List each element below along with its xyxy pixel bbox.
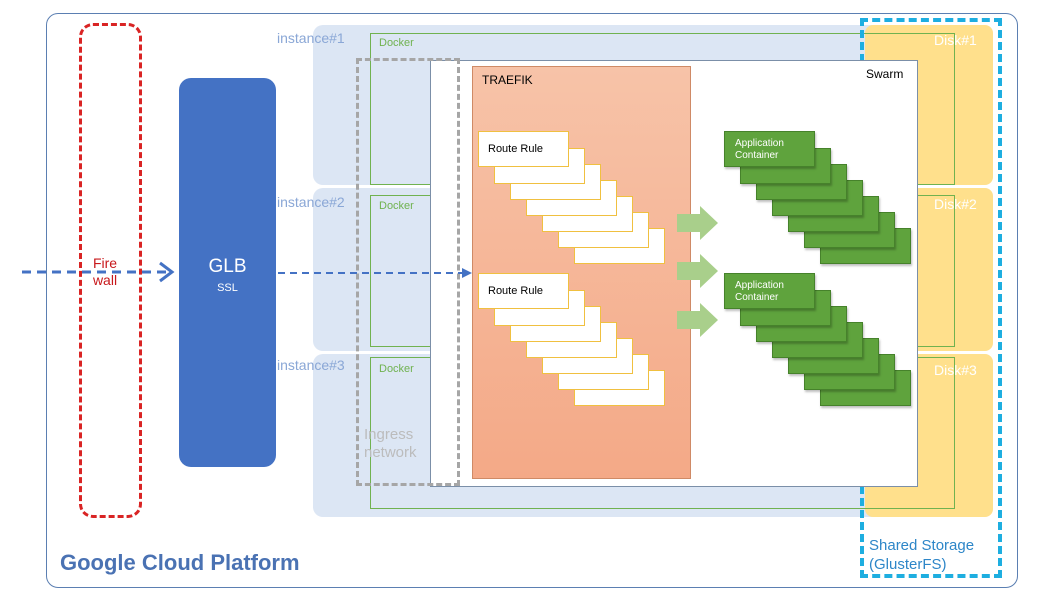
traffic-arrow-in: [22, 261, 175, 283]
instance-3-label: instance#3: [277, 357, 345, 373]
app-container-label: Application Container: [735, 138, 784, 161]
route-rule-card-front: Route Rule: [478, 273, 569, 309]
app-container-card-front: Application Container: [724, 273, 815, 309]
docker-3-label: Docker: [379, 363, 414, 375]
route-arrow-3: [677, 303, 718, 337]
route-rule-card-front: Route Rule: [478, 131, 569, 167]
instance-1-label: instance#1: [277, 30, 345, 46]
route-rule-label: Route Rule: [488, 285, 544, 297]
firewall-label: Fire wall: [92, 255, 118, 288]
firewall-frame: [79, 23, 142, 518]
route-arrow-2: [677, 254, 718, 288]
gcp-frame: [46, 13, 1018, 588]
docker-2-label: Docker: [379, 200, 414, 212]
disk-3-label: Disk#3: [934, 362, 977, 378]
docker-1-label: Docker: [379, 37, 414, 49]
glb-subtitle: SSL: [217, 282, 238, 294]
traefik-label: TRAEFIK: [482, 73, 533, 87]
disk-1-label: Disk#1: [934, 32, 977, 48]
ingress-network-label: Ingress network: [364, 426, 417, 461]
route-rule-label: Route Rule: [488, 143, 544, 155]
disk-2-label: Disk#2: [934, 196, 977, 212]
glb-title: GLB: [208, 256, 247, 277]
instance-2-label: instance#2: [277, 194, 345, 210]
platform-title: Google Cloud Platform: [60, 550, 300, 575]
glb-box: [179, 78, 276, 467]
app-container-card-front: Application Container: [724, 131, 815, 167]
swarm-label: Swarm: [866, 67, 904, 81]
app-container-label: Application Container: [735, 280, 784, 303]
shared-storage-label: Shared Storage (GlusterFS): [869, 537, 975, 573]
traffic-arrow-head: [462, 268, 472, 278]
route-arrow-1: [677, 206, 718, 240]
